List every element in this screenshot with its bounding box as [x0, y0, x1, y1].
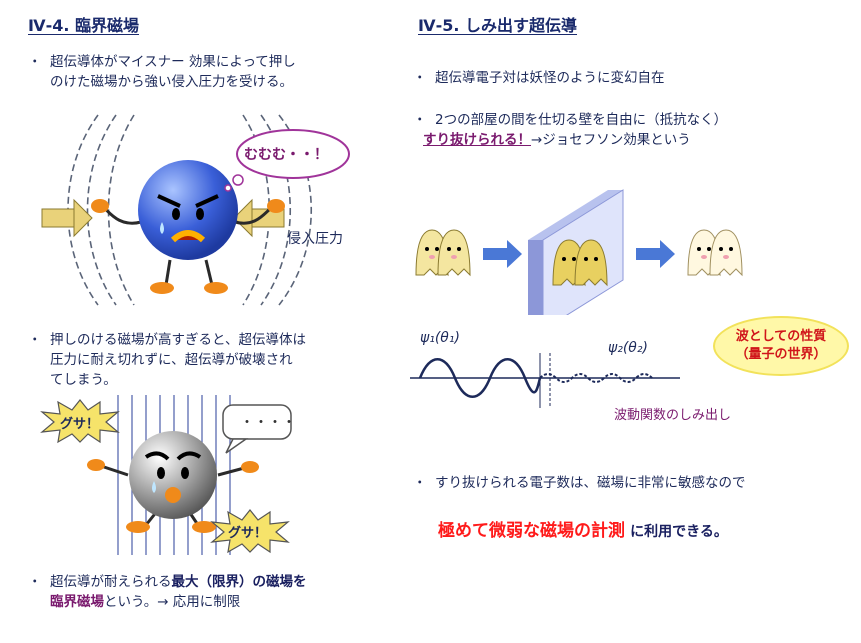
left-bullet-1-line-1: 超伝導体がマイスナー 効果によって押し — [50, 54, 296, 70]
conclusion: 極めて微弱な磁場の計測 に利用できる。 — [438, 516, 728, 541]
electron-pair-right — [687, 229, 743, 277]
tunneling-illustration — [415, 189, 743, 315]
electron-pair-left — [415, 229, 471, 277]
left-bullet-2-line-3: てしまう。 — [50, 372, 117, 388]
wave-leak — [539, 373, 653, 383]
broken-character — [87, 431, 259, 533]
wave-left — [418, 358, 542, 398]
oval-line-2: （量子の世界） — [735, 347, 827, 362]
critical-field-term: 臨界磁場 — [50, 594, 104, 610]
right-bullet-3: ・すり抜けられる電子数は、磁場に非常に敏感なので — [413, 475, 746, 491]
right-bullet-1: ・超伝導電子対は妖怪のように変幻自在 — [413, 70, 665, 86]
thought-bubble-text: むむむ・・！ — [244, 147, 328, 163]
left-bullet-1-line-2: のけた磁場から強い侵入圧力を受ける。 — [50, 74, 293, 90]
burst-1-text: グサ！ — [60, 417, 100, 432]
dots-bubble-shape — [222, 404, 292, 454]
right-bullet-2-line-1: 2つの部屋の間を仕切る壁を自由に（抵抗なく） — [435, 112, 728, 128]
right-bullet-2: ・2つの部屋の間を仕切る壁を自由に（抵抗なく） すり抜けられる！→ジョセフソン効… — [413, 112, 728, 148]
wave-caption: 波動関数のしみ出し — [614, 408, 732, 423]
meissner-illustration — [41, 114, 350, 306]
dots-bubble-text: ・・・・ — [240, 415, 296, 431]
left-bullet-3-line-2-rest: という。→ 応用に制限 — [104, 594, 241, 610]
right-bullet-1-text: 超伝導電子対は妖怪のように変幻自在 — [435, 70, 665, 86]
left-bullet-3-part-1: 超伝導が耐えられる — [50, 574, 172, 590]
wave-function-plot — [410, 353, 680, 408]
right-section-title: Ⅳ-5. しみ出す超伝導 — [418, 16, 578, 35]
left-bullet-2: ・押しのける磁場が高すぎると、超伝導体は 圧力に耐え切れずに、超伝導が破壊され … — [28, 330, 378, 390]
left-bullet-3: ・超伝導が耐えられる最大（限界）の磁場を 臨界磁場という。→ 応用に制限 — [28, 574, 307, 610]
left-bullet-2-line-1: 押しのける磁場が高すぎると、超伝導体は — [50, 332, 306, 348]
flow-arrow-2 — [636, 240, 675, 268]
burst-2-shape — [210, 509, 290, 554]
left-bullet-1: ・超伝導体がマイスナー 効果によって押し のけた磁場から強い侵入圧力を受ける。 — [28, 52, 378, 92]
tunnel-highlight: すり抜けられる！ — [423, 132, 531, 148]
conclusion-rest: に利用できる。 — [630, 524, 728, 540]
barrier-region — [539, 353, 551, 408]
left-bullet-2-line-2: 圧力に耐え切れずに、超伝導が破壊され — [50, 352, 293, 368]
quantum-wave-oval: 波としての性質 （量子の世界） — [713, 316, 849, 376]
pressure-arrow-left — [41, 198, 93, 238]
critical-field-illustration — [87, 395, 292, 555]
pressure-label: 侵入圧力 — [287, 231, 343, 247]
thought-bubble-shape — [224, 129, 350, 192]
right-bullet-2-rest: →ジョセフソン効果という — [531, 132, 691, 148]
psi-1-label: ψ₁(θ₁) — [420, 330, 460, 346]
burst-2-text: グサ！ — [228, 526, 268, 541]
electron-pair-inside-wall — [552, 239, 608, 287]
superconductor-character — [91, 160, 285, 294]
left-section-title: Ⅳ-4. 臨界磁場 — [28, 16, 140, 35]
right-bullet-3-text: すり抜けられる電子数は、磁場に非常に敏感なので — [435, 475, 746, 491]
burst-1-shape — [40, 399, 120, 444]
flow-arrow-1 — [483, 240, 522, 268]
psi-2-label: ψ₂(θ₂) — [608, 340, 648, 356]
left-bullet-3-bold: 最大（限界）の磁場を — [171, 574, 307, 590]
oval-line-1: 波としての性質 — [735, 329, 827, 344]
conclusion-highlight: 極めて微弱な磁場の計測 — [438, 521, 625, 541]
